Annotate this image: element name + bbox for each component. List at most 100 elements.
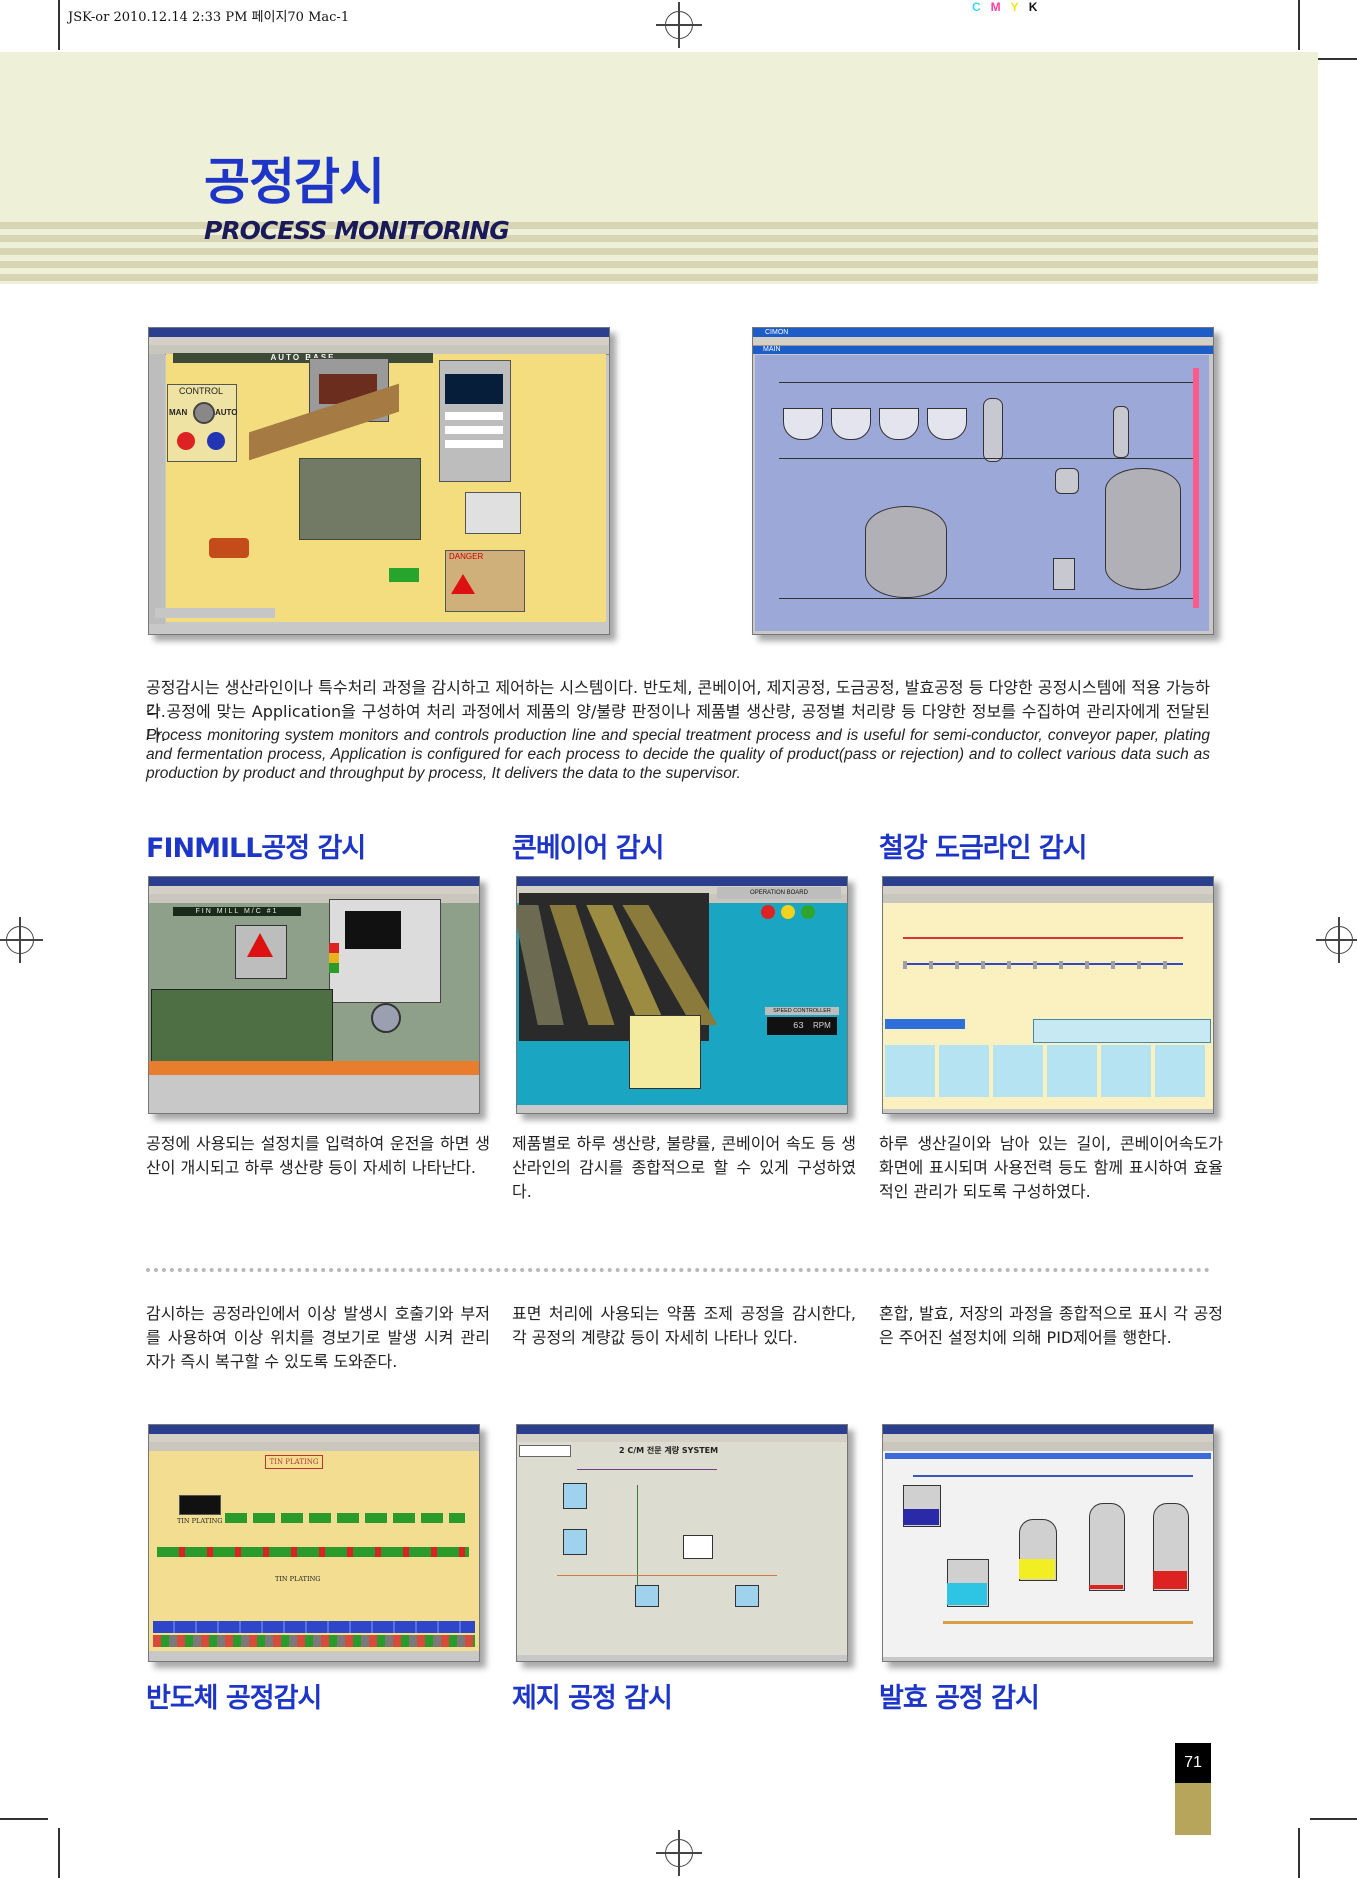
roller-stand bbox=[151, 989, 333, 1065]
date-box bbox=[519, 1445, 571, 1457]
dotted-divider bbox=[146, 1268, 1210, 1272]
storage-tank bbox=[1089, 1503, 1125, 1591]
cmyk-m: M bbox=[990, 0, 1011, 14]
mix-tank bbox=[563, 1483, 587, 1509]
coil-reel bbox=[371, 1003, 401, 1033]
status-tabs bbox=[155, 608, 275, 618]
header-bar bbox=[885, 1453, 1211, 1459]
panel-title: MAIN bbox=[763, 346, 781, 353]
banner-label: AUTO BASE bbox=[173, 353, 433, 363]
mix-tank bbox=[635, 1585, 659, 1607]
tank-level-cyan bbox=[947, 1583, 987, 1605]
pipe-line bbox=[779, 458, 1199, 459]
window-titlebar bbox=[517, 877, 847, 886]
crop-mark bbox=[1310, 58, 1357, 60]
vessel bbox=[1053, 558, 1075, 590]
pipe-line bbox=[557, 1575, 777, 1576]
screenshot-conveyor: OPERATION BOARD SPEED CONTROLLER 63 RPM bbox=[516, 876, 848, 1114]
screenshot-paper-mixing: 2 C/M 전문 계량 SYSTEM bbox=[516, 1424, 848, 1662]
screenshot-fermentation bbox=[882, 1424, 1214, 1662]
forklift bbox=[209, 538, 249, 558]
trend-display bbox=[445, 374, 503, 404]
pipe-line bbox=[637, 1485, 638, 1585]
hopper bbox=[783, 408, 823, 440]
control-boxes bbox=[885, 1045, 1209, 1097]
tank-level-red bbox=[1153, 1571, 1187, 1589]
tin-plating-header: TIN PLATING bbox=[265, 1455, 323, 1469]
panel-titlebar bbox=[753, 346, 1213, 354]
intro-ko-line1: 공정감시는 생산라인이나 특수처리 과정을 감시하고 제어하는 시스템이다. 반… bbox=[146, 678, 1210, 721]
reactor-tank bbox=[1105, 468, 1181, 590]
hopper bbox=[879, 408, 919, 440]
section-title-steel-plating: 철강 도금라인 감시 bbox=[879, 833, 1088, 864]
header-stripe bbox=[0, 222, 1318, 229]
crop-mark bbox=[58, 0, 60, 50]
pipe-line bbox=[913, 1475, 1193, 1477]
roller-row bbox=[903, 961, 1183, 969]
machine-body bbox=[299, 458, 421, 540]
speed-controller-label: SPEED CONTROLLER bbox=[765, 1007, 839, 1015]
header-stripe bbox=[0, 274, 1318, 281]
warning-icon bbox=[451, 574, 475, 594]
column bbox=[1113, 406, 1129, 458]
window-titlebar bbox=[883, 877, 1213, 886]
reactor-tank bbox=[865, 506, 947, 598]
mix-tank bbox=[563, 1529, 587, 1555]
pipe-line bbox=[779, 382, 1199, 383]
tag-column bbox=[1193, 368, 1199, 608]
section-title-finmill: FINMILL공정 감시 bbox=[146, 833, 366, 864]
selector-knob[interactable] bbox=[193, 402, 215, 424]
data-table bbox=[1033, 1019, 1211, 1043]
screenshot-steel-plating bbox=[882, 876, 1214, 1114]
status-header bbox=[885, 1019, 965, 1029]
rpm-display bbox=[767, 1017, 837, 1035]
desc-conveyor: 제품별로 하루 생산량, 불량률, 콘베이어 속도 등 생산라인의 감시를 종합… bbox=[512, 1134, 856, 1201]
control-label: CONTROL bbox=[179, 386, 224, 396]
section-title-fermentation: 발효 공정 감시 bbox=[879, 1683, 1040, 1714]
machine-label: FIN MILL M/C #1 bbox=[173, 907, 301, 916]
window-titlebar bbox=[753, 328, 1213, 337]
tool-strip bbox=[149, 354, 165, 624]
alarm-icon bbox=[247, 933, 273, 957]
value-box bbox=[445, 440, 503, 448]
screenshot-tin-plating: TIN PLATING TIN PLATING TIN PLATING bbox=[148, 1424, 480, 1662]
line-lower bbox=[157, 1547, 469, 1557]
gauge-display bbox=[345, 911, 401, 949]
screenshot-cimon: CIMON MAIN bbox=[752, 327, 1214, 635]
mix-tank bbox=[735, 1585, 759, 1607]
window-menubar bbox=[753, 337, 1213, 346]
operation-label: OPERATION BOARD bbox=[717, 887, 841, 899]
pipe-line bbox=[577, 1469, 717, 1470]
pipe-line bbox=[779, 598, 1199, 599]
crop-mark bbox=[58, 1828, 60, 1878]
desc-fermentation: 혼합, 발효, 저장의 과정을 종합적으로 표시 각 공정은 주어진 설정치에 … bbox=[879, 1304, 1223, 1347]
cmyk-marks: CMYK bbox=[972, 0, 1047, 14]
led-counter bbox=[179, 1495, 221, 1515]
floor bbox=[149, 1061, 479, 1075]
window-titlebar bbox=[149, 877, 479, 886]
tank-level-blue bbox=[903, 1509, 939, 1525]
green-block bbox=[389, 568, 419, 582]
desc-semiconductor: 감시하는 공정라인에서 이상 발생시 호출기와 부저를 사용하여 이상 위치를 … bbox=[146, 1304, 490, 1371]
desc-steel-plating: 하루 생산길이와 남아 있는 길이, 콘베이어속도가 화면에 표시되며 사용전력… bbox=[879, 1134, 1223, 1201]
registration-mark bbox=[1316, 917, 1357, 963]
rpm-unit: RPM bbox=[813, 1021, 831, 1030]
page-number: 71 bbox=[1175, 1743, 1211, 1783]
start-button[interactable] bbox=[207, 432, 225, 450]
indicator-bar bbox=[153, 1635, 475, 1647]
window-titlebar bbox=[517, 1425, 847, 1434]
cmyk-y: Y bbox=[1010, 0, 1029, 14]
screenshot-finmill: FIN MILL M/C #1 bbox=[148, 876, 480, 1114]
pipe-line bbox=[943, 1621, 1193, 1624]
line-upper bbox=[225, 1513, 465, 1523]
weigh-tank bbox=[683, 1535, 713, 1559]
header-band bbox=[0, 52, 1318, 284]
system-title: 2 C/M 전문 계량 SYSTEM bbox=[619, 1446, 719, 1455]
cabinet bbox=[465, 492, 521, 534]
header-stripe bbox=[0, 235, 1318, 242]
registration-mark bbox=[656, 1830, 702, 1876]
page-subtitle: PROCESS MONITORING bbox=[204, 216, 510, 245]
hopper bbox=[831, 408, 871, 440]
lamp-red bbox=[761, 905, 775, 919]
stop-button[interactable] bbox=[177, 432, 195, 450]
